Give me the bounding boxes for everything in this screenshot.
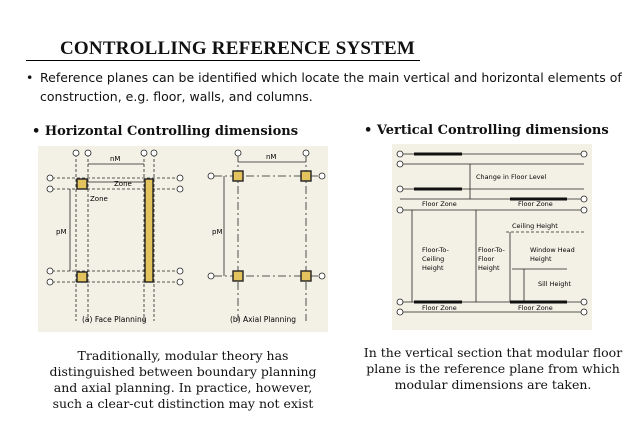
slide-title: CONTROLLING REFERENCE SYSTEM	[60, 38, 416, 59]
grid-marker	[176, 185, 184, 193]
level-marker	[396, 308, 404, 316]
caption-axial-planning: (b) Axial Planning	[230, 315, 296, 324]
label-window-head: Height	[530, 255, 552, 263]
grid-marker	[140, 149, 148, 157]
label-floor-to-ceiling: Floor-To-	[422, 246, 449, 254]
grid-marker	[234, 149, 242, 157]
vertical-section-figure: Change in Floor Level Floor Zone Floor Z…	[392, 144, 592, 330]
grid-marker	[207, 172, 215, 180]
column-square	[76, 271, 88, 283]
label-pm: pM	[56, 228, 66, 236]
level-marker	[580, 298, 588, 306]
level-marker	[396, 150, 404, 158]
caption-face-planning: (a) Face Planning	[82, 315, 147, 324]
level-marker	[396, 185, 404, 193]
wall-column	[144, 178, 154, 283]
label-zone: Zone	[90, 195, 108, 203]
grid-marker	[46, 185, 54, 193]
column-square	[300, 270, 312, 282]
column-square	[300, 170, 312, 182]
label-pm: pM	[212, 228, 222, 236]
vertical-dimensions-heading: • Vertical Controlling dimensions	[364, 123, 609, 138]
label-floor-zone: Floor Zone	[422, 304, 457, 312]
label-floor-to-floor: Floor-To-	[478, 246, 505, 254]
level-marker	[580, 195, 588, 203]
label-ceiling-height: Ceiling Height	[512, 222, 558, 230]
grid-marker	[302, 149, 310, 157]
label-floor-zone: Floor Zone	[518, 200, 553, 208]
column-square	[232, 270, 244, 282]
label-floor-to-floor: Floor	[478, 255, 494, 263]
grid-marker	[46, 267, 54, 275]
grid-marker	[318, 172, 326, 180]
horizontal-dimensions-heading: • Horizontal Controlling dimensions	[32, 124, 299, 139]
grid-marker	[207, 272, 215, 280]
grid-marker	[46, 174, 54, 182]
grid-marker	[84, 149, 92, 157]
label-floor-to-ceiling: Ceiling	[422, 255, 444, 263]
grid-marker	[176, 267, 184, 275]
label-zone: Zone	[114, 180, 132, 188]
column-square	[76, 178, 88, 190]
label-change-floor: Change in Floor Level	[476, 173, 547, 181]
grid-marker	[72, 149, 80, 157]
bullet-symbol: •	[26, 70, 34, 85]
label-window-head: Window Head	[530, 246, 575, 254]
horizontal-planning-figure: nM Zone Zone pM nM pM (a) Face Planning …	[38, 146, 328, 332]
level-marker	[396, 206, 404, 214]
level-marker	[396, 160, 404, 168]
grid-marker	[150, 149, 158, 157]
label-floor-to-floor: Height	[478, 264, 500, 272]
label-sill-height: Sill Height	[538, 280, 572, 288]
label-floor-zone: Floor Zone	[422, 200, 457, 208]
level-marker	[396, 298, 404, 306]
grid-marker	[176, 278, 184, 286]
title-underline	[26, 60, 420, 61]
vertical-section-svg: Change in Floor Level Floor Zone Floor Z…	[396, 150, 588, 316]
column-square	[232, 170, 244, 182]
level-marker	[580, 206, 588, 214]
grid-marker	[318, 272, 326, 280]
intro-bullet: • Reference planes can be identified whi…	[26, 68, 626, 106]
grid-marker	[46, 278, 54, 286]
label-floor-to-ceiling: Height	[422, 264, 444, 272]
vertical-caption: In the vertical section that modular flo…	[363, 345, 623, 392]
level-marker	[580, 308, 588, 316]
grid-marker	[176, 174, 184, 182]
label-nm: nM	[110, 155, 120, 163]
intro-bullet-text: Reference planes can be identified which…	[40, 70, 622, 104]
horizontal-planning-svg: nM Zone Zone pM nM pM (a) Face Planning …	[46, 149, 326, 324]
label-floor-zone: Floor Zone	[518, 304, 553, 312]
horizontal-caption: Traditionally, modular theory has distin…	[49, 348, 317, 411]
label-nm: nM	[266, 153, 276, 161]
level-marker	[580, 150, 588, 158]
